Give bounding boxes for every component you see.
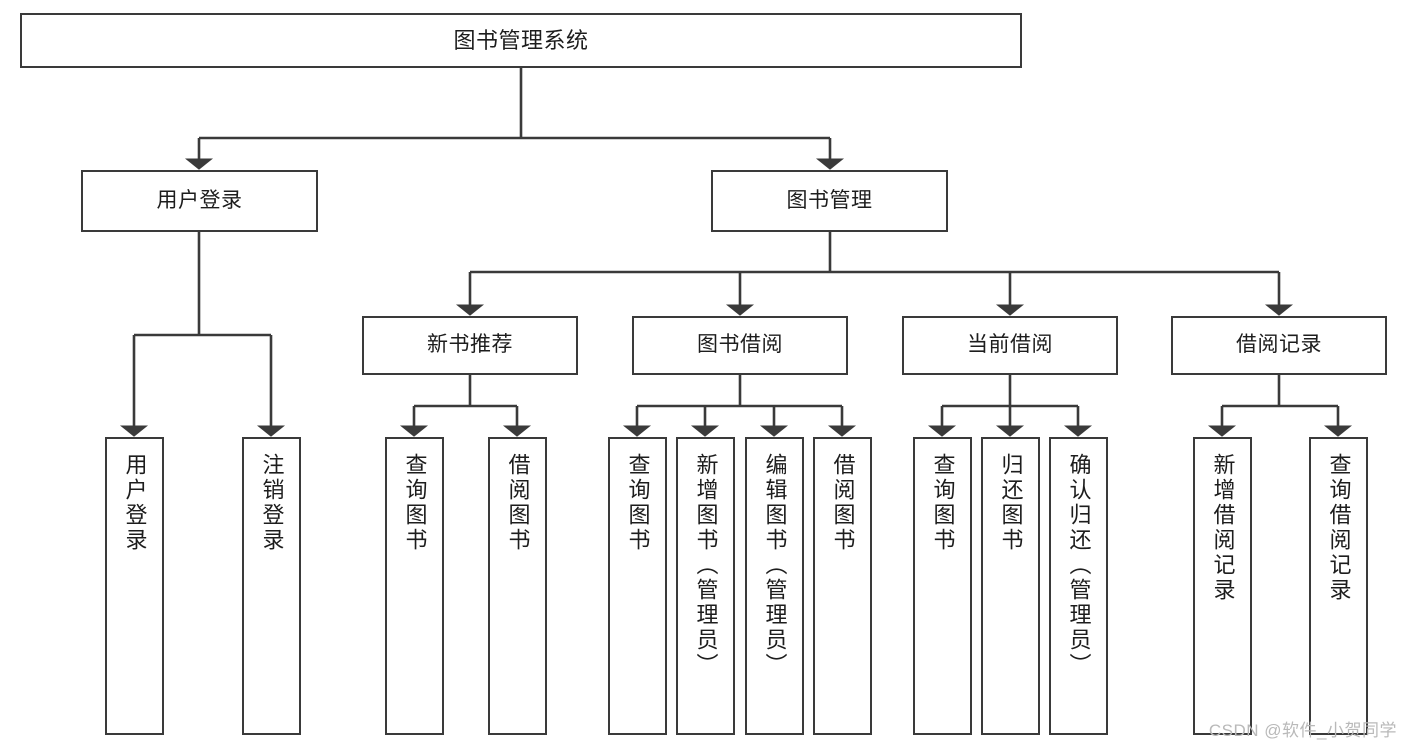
leaf-logout[interactable]: 注销登录: [242, 437, 301, 735]
node-label: 借阅记录: [1236, 333, 1322, 357]
node-borrow-record[interactable]: 借阅记录: [1171, 316, 1387, 375]
node-label: 编辑图书（管理员）: [762, 453, 788, 678]
node-label: 图书管理: [786, 188, 873, 212]
node-root-system[interactable]: 图书管理系统: [20, 13, 1022, 68]
node-book-borrow[interactable]: 图书借阅: [632, 316, 848, 375]
node-label: 查询图书: [930, 453, 956, 553]
node-book-manage[interactable]: 图书管理: [711, 170, 948, 232]
node-label: 新增借阅记录: [1210, 453, 1236, 603]
leaf-record-add[interactable]: 新增借阅记录: [1193, 437, 1252, 735]
leaf-current-confirm-return[interactable]: 确认归还（管理员）: [1049, 437, 1108, 735]
node-label: 图书借阅: [697, 333, 783, 357]
leaf-new-book-query[interactable]: 查询图书: [385, 437, 444, 735]
leaf-record-query[interactable]: 查询借阅记录: [1309, 437, 1368, 735]
leaf-borrow-borrow-book[interactable]: 借阅图书: [813, 437, 872, 735]
node-label: 归还图书: [998, 453, 1024, 553]
leaf-new-book-borrow[interactable]: 借阅图书: [488, 437, 547, 735]
node-label: 新增图书（管理员）: [693, 453, 719, 678]
leaf-current-query-book[interactable]: 查询图书: [913, 437, 972, 735]
csdn-watermark: CSDN @软件_小贺同学: [1208, 721, 1397, 740]
node-label: 新书推荐: [427, 333, 513, 357]
node-label: 图书管理系统: [453, 27, 589, 53]
node-new-book-recommend[interactable]: 新书推荐: [362, 316, 578, 375]
node-label: 查询借阅记录: [1326, 453, 1352, 603]
node-label: 借阅图书: [830, 453, 856, 553]
node-label: 用户登录: [156, 188, 243, 212]
leaf-user-login[interactable]: 用户登录: [105, 437, 164, 735]
leaf-borrow-query-book[interactable]: 查询图书: [608, 437, 667, 735]
node-label: 用户登录: [122, 453, 148, 553]
node-label: 查询图书: [402, 453, 428, 553]
node-current-borrow[interactable]: 当前借阅: [902, 316, 1118, 375]
node-label: 注销登录: [259, 453, 285, 553]
node-user-login[interactable]: 用户登录: [81, 170, 318, 232]
node-label: 当前借阅: [967, 333, 1053, 357]
leaf-borrow-edit-book[interactable]: 编辑图书（管理员）: [745, 437, 804, 735]
node-label: 借阅图书: [505, 453, 531, 553]
leaf-current-return-book[interactable]: 归还图书: [981, 437, 1040, 735]
node-label: 确认归还（管理员）: [1066, 453, 1092, 678]
node-label: 查询图书: [625, 453, 651, 553]
leaf-borrow-add-book[interactable]: 新增图书（管理员）: [676, 437, 735, 735]
